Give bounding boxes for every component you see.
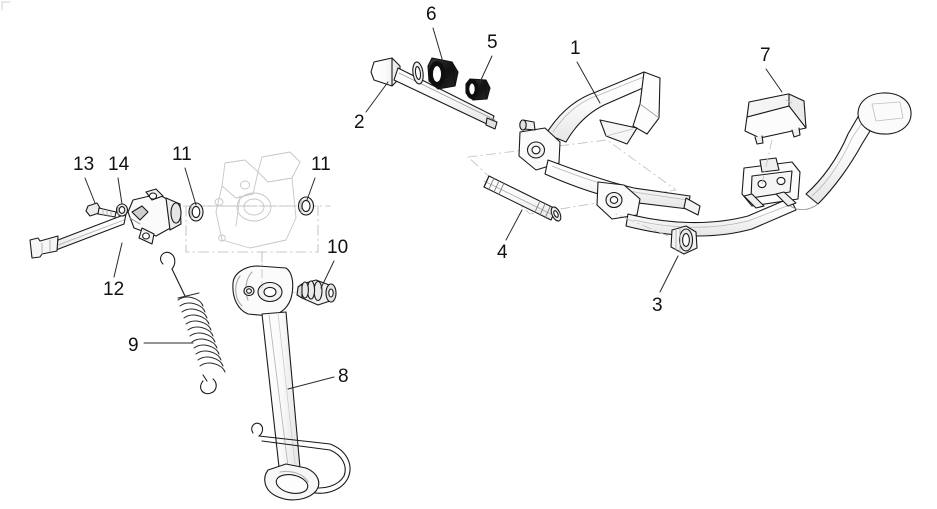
corner-registration-mark bbox=[1, 1, 11, 11]
callout-12-leader bbox=[113, 242, 123, 278]
callout-8: 8 bbox=[338, 366, 349, 387]
phantom-frame-bracket-left bbox=[214, 151, 301, 249]
part-13-switch-screw bbox=[85, 202, 117, 218]
callout-2-leader bbox=[365, 81, 389, 113]
callout-14: 14 bbox=[108, 154, 130, 175]
callout-11a: 11 bbox=[172, 144, 192, 165]
callout-3: 3 bbox=[652, 295, 663, 316]
callout-6-leader bbox=[432, 27, 444, 63]
callout-9: 9 bbox=[128, 335, 139, 356]
callout-11b-leader bbox=[306, 177, 316, 201]
callout-10-leader bbox=[320, 260, 335, 289]
callout-11a-leader bbox=[184, 167, 197, 206]
part-9-side-stand-spring bbox=[160, 251, 226, 395]
callout-5-leader bbox=[479, 55, 493, 83]
callout-10: 10 bbox=[327, 237, 349, 258]
callout-11b: 11 bbox=[311, 154, 331, 175]
part-11-bushing-washer-left bbox=[188, 202, 204, 222]
part-10-side-stand-pivot-bolt bbox=[281, 279, 337, 306]
callout-5: 5 bbox=[487, 32, 498, 53]
part-1-center-stand bbox=[518, 71, 912, 237]
callout-1: 1 bbox=[570, 38, 581, 59]
part-12-side-stand-switch bbox=[29, 188, 182, 259]
callout-4: 4 bbox=[497, 242, 508, 263]
part-11-bushing-washer-right bbox=[297, 196, 315, 216]
callout-2: 2 bbox=[354, 112, 365, 133]
callout-13-leader bbox=[84, 177, 96, 204]
callout-7: 7 bbox=[760, 45, 771, 66]
part-3-flange-nut bbox=[615, 213, 698, 255]
callout-12: 12 bbox=[103, 279, 125, 300]
part-6-bushing-large bbox=[412, 57, 459, 90]
callout-7-leader bbox=[765, 68, 783, 93]
part-5-bushing-small bbox=[465, 78, 491, 101]
callout-3-leader bbox=[659, 255, 679, 293]
callout-4-leader bbox=[505, 209, 523, 241]
part-14-switch-washer bbox=[115, 203, 129, 217]
callout-8-leader bbox=[287, 376, 335, 390]
part-4-pivot-spacer-tube bbox=[483, 175, 562, 222]
part-8-side-stand bbox=[232, 251, 351, 501]
part-7-stand-rubber-stop bbox=[744, 93, 807, 185]
callout-1-leader bbox=[576, 61, 601, 104]
callout-14-leader bbox=[117, 177, 123, 205]
callout-13: 13 bbox=[73, 154, 95, 175]
callout-6: 6 bbox=[426, 4, 437, 25]
leader-lines bbox=[84, 27, 783, 390]
